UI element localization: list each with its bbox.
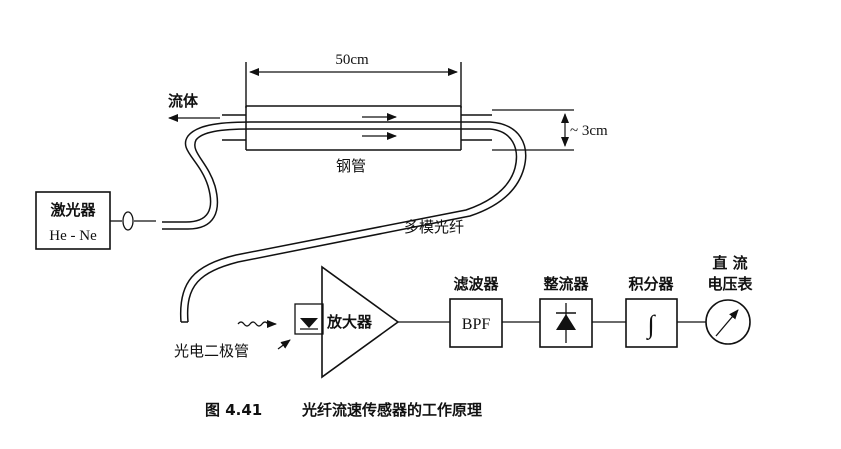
- length-dimension: 50cm: [245, 52, 462, 108]
- steel-pipe-label: 钢管: [336, 157, 366, 175]
- rectifier-label: 整流器: [543, 275, 589, 293]
- integral-symbol: ∫: [645, 310, 656, 340]
- fiber-label: 多模光纤: [404, 218, 464, 236]
- height-label: ~ 3cm: [570, 123, 608, 139]
- diode-icon: [300, 318, 318, 328]
- laser-source: 激光器 He - Ne: [35, 191, 156, 250]
- meter-needle-icon: [715, 309, 739, 337]
- figure-number: 图 4.41: [205, 401, 262, 419]
- photodiode-label: 光电二极管: [174, 342, 249, 360]
- bpf-label: BPF: [462, 316, 491, 333]
- rectifier-diode-icon: [556, 314, 576, 330]
- integrator-label: 积分器: [628, 275, 674, 293]
- lens-icon: [122, 211, 134, 231]
- integrator: ∫ 积分器: [625, 275, 678, 348]
- laser-type-label: He - Ne: [49, 228, 97, 244]
- amplifier-label: 放大器: [326, 313, 373, 331]
- fluid-label: 流体: [168, 92, 199, 110]
- figure-caption: 图 4.41 光纤流速传感器的工作原理: [205, 401, 482, 419]
- length-label: 50cm: [335, 52, 369, 68]
- amplifier: 放大器: [321, 265, 400, 379]
- filter-label: 滤波器: [453, 275, 499, 293]
- light-wave-icon: [237, 321, 269, 327]
- steel-pipe: 钢管: [222, 105, 492, 175]
- height-dimension: ~ 3cm: [492, 109, 608, 151]
- voltmeter-label: 电压表: [707, 275, 753, 293]
- fluid-indicator: 流体: [168, 92, 220, 122]
- multimode-fiber: 多模光纤: [162, 121, 527, 323]
- rectifier: 整流器: [539, 275, 593, 348]
- figure-title: 光纤流速传感器的工作原理: [301, 401, 482, 419]
- dc-voltmeter: 直 流 电压表: [705, 254, 753, 345]
- dc-label: 直 流: [712, 254, 747, 272]
- photodiode-assembly: 光电二极管: [174, 303, 324, 360]
- band-pass-filter: BPF 滤波器: [449, 275, 503, 348]
- laser-label: 激光器: [50, 201, 96, 219]
